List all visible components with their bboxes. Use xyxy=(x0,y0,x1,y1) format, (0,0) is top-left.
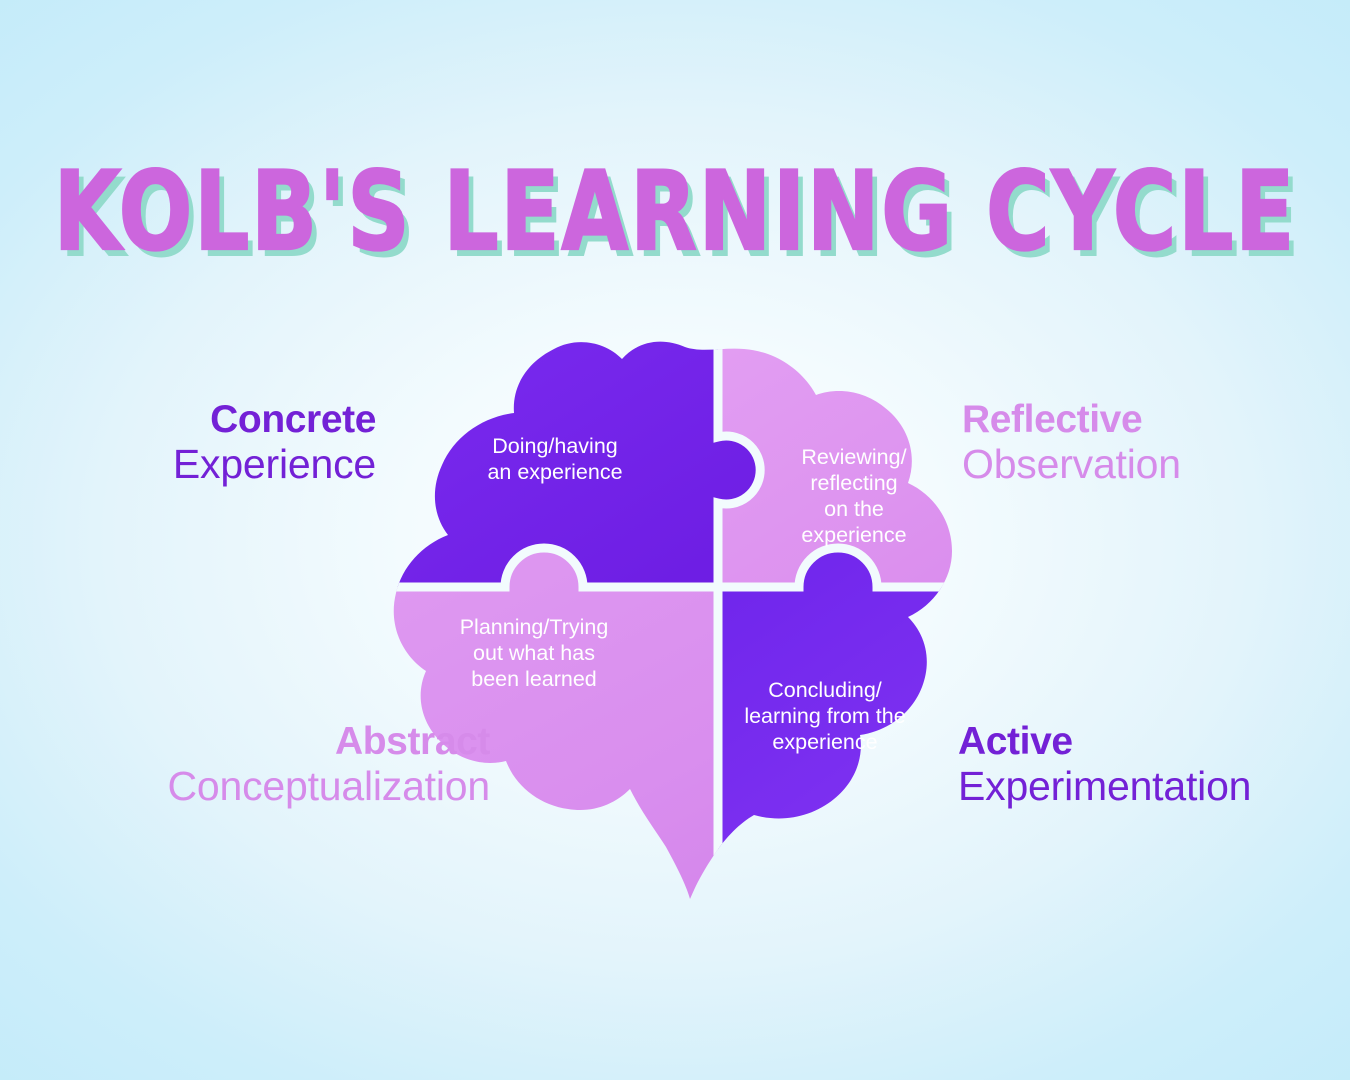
label-abstract-conceptualization[interactable]: Abstract Conceptualization xyxy=(167,720,490,810)
quadrant-text-line: an experience xyxy=(487,460,622,484)
quadrant-text-line: on the xyxy=(824,497,884,521)
quadrant-bottom-right-text: Concluding/ learning from the experience xyxy=(744,678,905,754)
brain-puzzle-icon: Doing/having an experience Reviewing/ re… xyxy=(393,341,952,899)
label-light: Observation xyxy=(962,441,1181,488)
quadrant-text-line: Planning/Trying xyxy=(460,615,609,639)
quadrant-top-left-text: Doing/having an experience xyxy=(487,434,622,484)
label-light: Conceptualization xyxy=(167,763,490,810)
label-reflective-observation[interactable]: Reflective Observation xyxy=(962,398,1181,488)
quadrant-text-line: been learned xyxy=(471,667,597,691)
quadrant-top-right-text: Reviewing/ reflecting on the experience xyxy=(801,445,906,547)
label-strong: Reflective xyxy=(962,398,1143,441)
quadrant-text-line: experience xyxy=(801,523,906,547)
quadrant-text-line: out what has xyxy=(473,641,595,665)
quadrant-text-line: Doing/having xyxy=(492,434,618,458)
quadrant-text-line: Concluding/ xyxy=(768,678,882,702)
quadrant-text-line: experience xyxy=(772,730,877,754)
label-active-experimentation[interactable]: Active Experimentation xyxy=(958,720,1252,810)
quadrant-text-line: reflecting xyxy=(810,471,897,495)
label-strong: Active xyxy=(958,720,1073,763)
label-light: Experience xyxy=(172,441,376,488)
brain-puzzle-diagram: Doing/having an experience Reviewing/ re… xyxy=(330,325,1030,900)
quadrant-text-line: learning from the xyxy=(744,704,905,728)
quadrant-bottom-left-text: Planning/Trying out what has been learne… xyxy=(460,615,609,691)
quadrant-text-line: Reviewing/ xyxy=(801,445,906,469)
page-title: KOLB'S LEARNING CYCLE xyxy=(53,148,1297,275)
label-concrete-experience[interactable]: Concrete Experience xyxy=(172,398,377,488)
label-strong: Concrete xyxy=(210,398,376,441)
label-strong: Abstract xyxy=(334,720,490,763)
label-light: Experimentation xyxy=(958,763,1252,810)
